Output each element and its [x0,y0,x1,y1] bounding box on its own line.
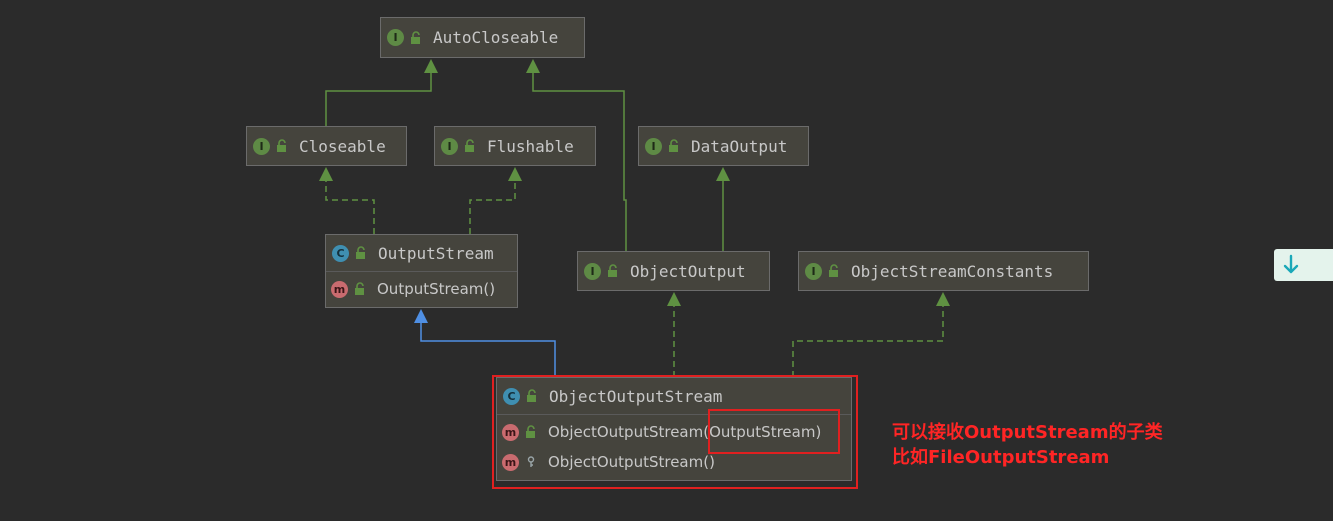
annotation-line-2: 比如FileOutputStream [892,447,1110,468]
arrow-autocloseable-left [424,59,438,73]
arrow-autocloseable-right [526,59,540,73]
unlock-icon [608,264,617,277]
annotation-text: 可以接收OutputStream的子类 比如FileOutputStream [892,420,1163,470]
node-outputstream[interactable]: C OutputStream m OutputStream() [325,234,518,308]
annotation-line-1: 可以接收OutputStream的子类 [892,422,1163,443]
node-title: DataOutput [691,136,788,156]
edge-closeable-autocloseable [325,72,432,126]
node-title: ObjectOutput [630,261,746,281]
arrow-outputstream [414,309,428,323]
unlock-icon [355,282,364,295]
arrow-dataoutput [716,167,730,181]
interface-icon: I [441,137,458,155]
unlock-icon [277,139,286,152]
interface-icon: I [645,137,662,155]
node-title: OutputStream [378,243,494,263]
unlock-icon [411,30,420,44]
interface-icon: I [584,262,601,280]
unlock-icon [527,389,536,402]
method-icon: m [331,280,348,298]
edge-oos-outputstream [420,322,556,377]
highlight-parameter-box [708,409,840,454]
member-label: OutputStream() [377,280,496,298]
unlock-icon [526,425,535,438]
method-icon: m [502,423,519,441]
unlock-icon [829,264,838,277]
unlock-icon [356,246,365,259]
node-title: Closeable [299,136,386,156]
member-oos-constructor-outputstream[interactable]: m ObjectOutputStream(OutputStream) [497,417,851,447]
key-icon [527,456,535,467]
node-title: AutoCloseable [433,28,559,47]
node-title: Flushable [487,136,574,156]
arrow-flushable [508,167,522,181]
arrow-objectoutput [667,292,681,306]
member-label: ObjectOutputStream() [548,453,715,471]
arrow-down-icon [1283,254,1299,274]
node-flushable[interactable]: I Flushable [434,126,596,166]
node-closeable[interactable]: I Closeable [246,126,407,166]
interface-icon: I [253,137,270,155]
member-oos-constructor-default[interactable]: m ObjectOutputStream() [497,447,851,477]
unlock-icon [669,139,678,152]
class-icon: C [332,244,349,262]
interface-icon: I [387,29,404,46]
node-objectoutput[interactable]: I ObjectOutput [577,251,770,291]
interface-icon: I [805,262,822,280]
edge-outputstream-closeable [325,180,375,234]
edge-outputstream-flushable [469,180,516,234]
node-objectstreamconstants[interactable]: I ObjectStreamConstants [798,251,1089,291]
member-label: ObjectOutputStream(OutputStream) [548,423,822,441]
node-objectoutputstream[interactable]: C ObjectOutputStream m ObjectOutputStrea… [496,377,852,481]
edge-objectoutput-autocloseable [532,72,627,251]
arrow-closeable [319,167,333,181]
highlight-outer-box [492,375,858,489]
edge-oos-objectstreamconstants [792,305,944,377]
node-dataoutput[interactable]: I DataOutput [638,126,809,166]
method-icon: m [502,453,519,471]
node-title: ObjectStreamConstants [851,261,1054,281]
unlock-icon [465,139,474,152]
node-autocloseable[interactable]: I AutoCloseable [380,17,585,58]
arrow-objectstreamconstants [936,292,950,306]
member-outputstream-constructor[interactable]: m OutputStream() [326,274,517,304]
scroll-down-button[interactable] [1274,249,1333,281]
node-title: ObjectOutputStream [549,386,723,406]
class-icon: C [503,387,520,405]
